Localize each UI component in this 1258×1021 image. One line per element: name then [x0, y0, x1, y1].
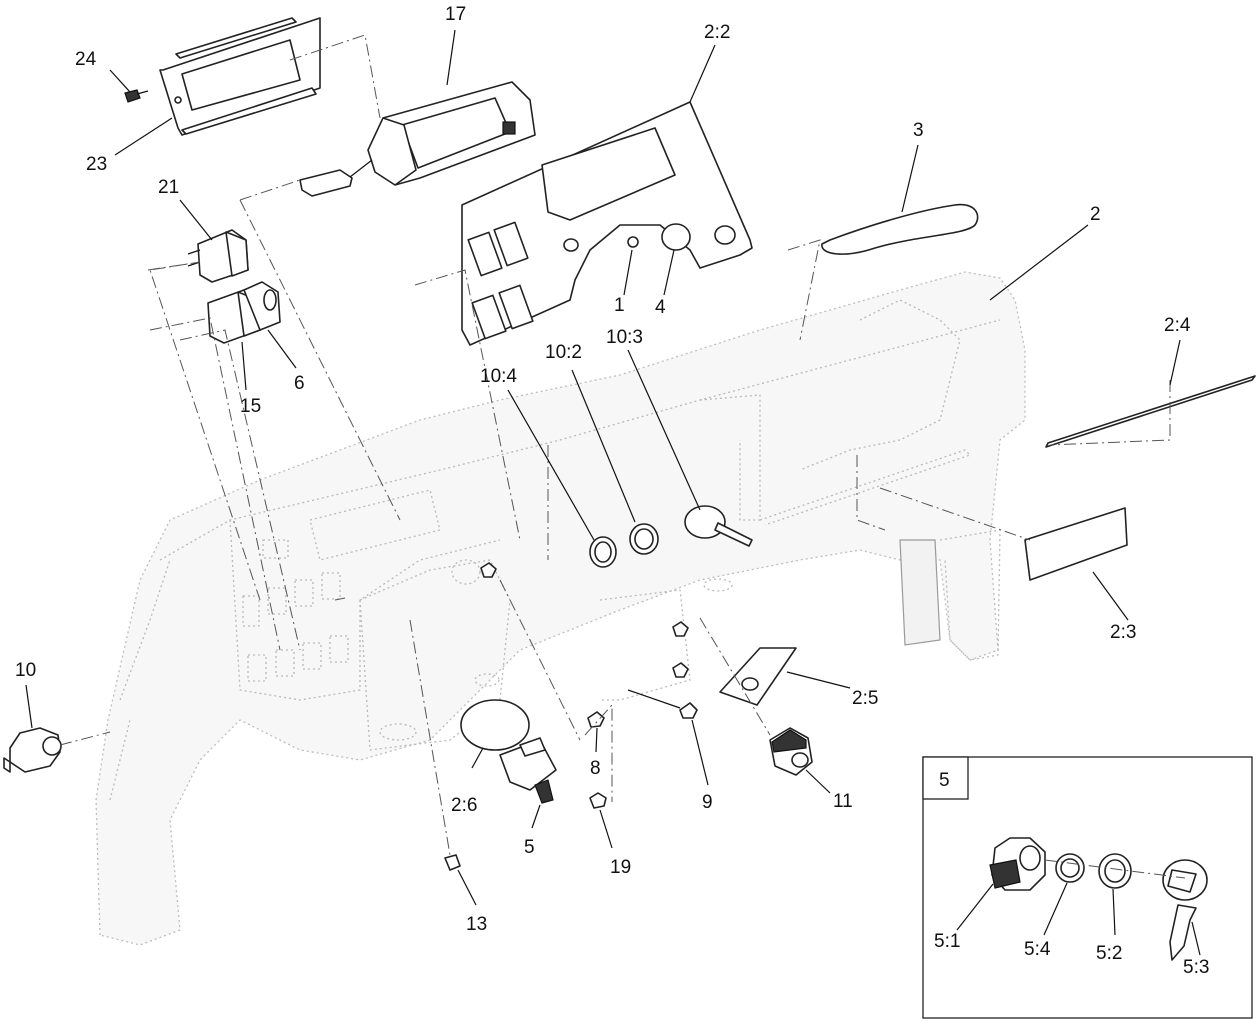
callout-6: 6 — [294, 373, 305, 394]
callout-4: 4 — [655, 297, 666, 318]
callout-10-4: 10:4 — [480, 366, 517, 387]
callout-5-3: 5:3 — [1183, 957, 1209, 978]
callout-5-4: 5:4 — [1024, 939, 1051, 960]
key-switch-10 — [3, 727, 62, 773]
switch-body-5-1 — [989, 837, 1046, 891]
callout-13: 13 — [466, 914, 487, 935]
mounting-bracket — [159, 17, 321, 136]
callout-2-3: 2:3 — [1110, 622, 1136, 643]
callout-2-6: 2:6 — [451, 795, 477, 816]
callout-10-3: 10:3 — [606, 327, 643, 348]
callout-5-2: 5:2 — [1096, 943, 1122, 964]
callout-2: 2 — [1090, 204, 1101, 225]
inset-title: 5 — [939, 770, 950, 791]
label-plate-2-3 — [1024, 507, 1128, 581]
callout-2-2: 2:2 — [704, 22, 730, 43]
callout-9: 9 — [702, 792, 713, 813]
gasket-2-6 — [460, 699, 530, 751]
nut-19 — [589, 792, 607, 809]
dash-bolt-left — [672, 621, 689, 637]
gasket-2-5 — [719, 647, 797, 706]
nut-5-2 — [1098, 853, 1132, 889]
bolt-8 — [587, 711, 605, 728]
callout-19: 19 — [610, 857, 631, 878]
dashboard-body — [95, 271, 1026, 946]
screw-24 — [124, 89, 149, 103]
key-cap-10-3 — [684, 505, 753, 547]
leader-lines — [25, 29, 1181, 906]
strip-2-4 — [1045, 375, 1256, 448]
washer-4 — [661, 223, 691, 251]
power-outlet-11 — [769, 727, 813, 776]
key-5-3 — [1162, 859, 1208, 961]
bolt-9 — [627, 689, 698, 719]
callout-labels: 17 24 23 21 15 6 2:2 3 2 1 4 10:2 10:3 1… — [15, 4, 1191, 935]
callout-11: 11 — [833, 791, 853, 812]
grab-handle — [821, 203, 979, 255]
callout-10: 10 — [15, 660, 36, 681]
washer-5-4 — [1055, 853, 1085, 883]
dash-bolt-right — [672, 662, 689, 678]
callout-1: 1 — [614, 295, 625, 316]
screw-1 — [627, 236, 639, 248]
callout-2-4: 2:4 — [1164, 315, 1191, 336]
callout-23: 23 — [86, 154, 107, 175]
callout-17: 17 — [445, 4, 466, 25]
callout-5-1: 5:1 — [934, 931, 960, 952]
rocker-switch-21 — [187, 229, 249, 283]
callout-5: 5 — [524, 837, 535, 858]
callout-10-2: 10:2 — [545, 342, 582, 363]
callout-24: 24 — [75, 49, 97, 70]
callout-2-5: 2:5 — [852, 688, 878, 709]
callout-3: 3 — [913, 120, 924, 141]
callout-8: 8 — [590, 758, 601, 779]
faceplate-2-2 — [461, 101, 753, 346]
plug-13 — [444, 854, 461, 871]
callout-21: 21 — [158, 177, 179, 198]
instrument-display — [299, 81, 536, 197]
assembly-lines — [59, 34, 1171, 856]
rocker-switch-6 — [243, 281, 281, 331]
inset-item-5: 5 5:1 5:4 5:2 5:3 — [922, 756, 1253, 1019]
dash-bolt-top — [480, 562, 497, 578]
inset-title-box — [922, 756, 969, 800]
callout-15: 15 — [240, 396, 261, 417]
